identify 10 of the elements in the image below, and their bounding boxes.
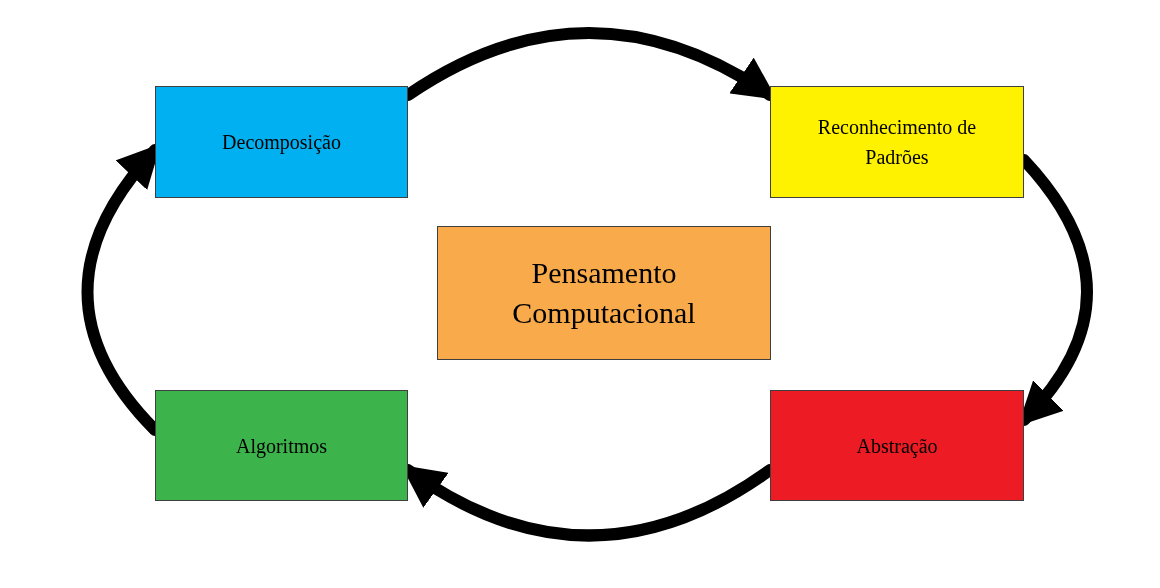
concept-box: [770, 86, 1024, 198]
concept-box: [155, 390, 408, 501]
box-label: Algoritmos: [234, 433, 329, 460]
box-label: Abstração: [855, 433, 939, 460]
box-label: Reconhecimento de Padrões: [816, 115, 978, 170]
concept-box: [437, 226, 771, 360]
concept-box: [770, 390, 1024, 501]
concept-box: [155, 86, 408, 198]
box-label: Decomposição: [221, 130, 342, 156]
box-label: Pensamento Computacional: [511, 255, 697, 331]
